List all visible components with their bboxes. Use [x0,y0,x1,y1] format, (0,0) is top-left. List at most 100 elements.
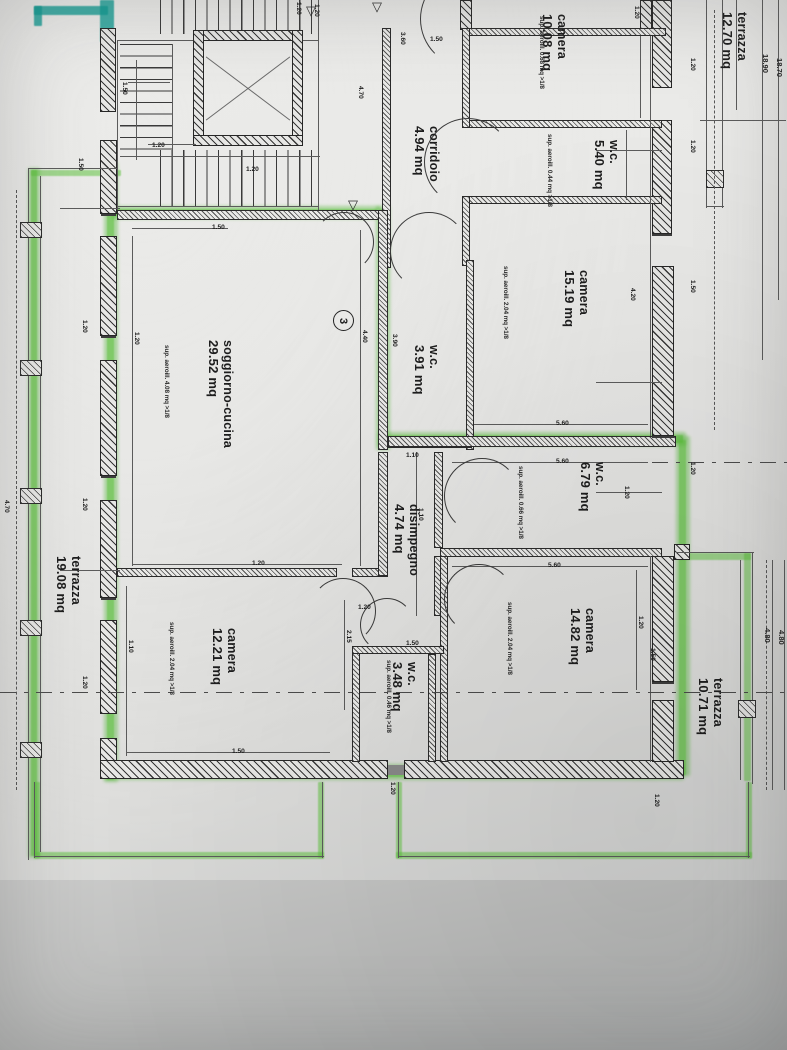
wall-left-upper [100,140,117,214]
dim-int-12: 5.60 [556,420,569,427]
room-area: 14.82 mq [568,608,584,666]
terrace-left-top-edge [28,168,118,170]
witness-camera1519-bot [474,424,648,425]
room-aero-camera-1008: sup. aeroill. 0.68 mq >1/8 [538,16,545,89]
room-area: 3.91 mq [412,345,428,395]
dim-left-2: 1.20 [81,498,88,511]
highlight-terrace-box-l-left [34,782,40,858]
dim-int-27: 1.50 [77,158,84,171]
window-mark-left-3 [101,476,116,478]
highlight-terrace-box-l-bot [34,852,324,859]
stair-landing-line1 [136,60,137,160]
dim-right-9: 1.50 [649,648,656,661]
terrace-br-bottom [398,856,750,858]
terrace-right-outer [752,552,754,784]
dimline-right-2 [778,0,779,300]
dim-right-7: 4.80 [763,628,772,643]
witness-soggiorno-top [132,228,228,229]
wall-mid-horizontal [388,436,676,447]
door-arc-camera1482 [444,564,514,634]
wall-wc348-right [428,654,436,762]
highlight-right-terrace-top [679,553,751,560]
wall-soggiorno-lowerright [378,452,388,576]
dim-right-3: 1.20 [689,58,696,71]
dim-int-25: 1.20 [389,782,396,795]
axis-horizontal-main [0,692,787,693]
dim-int-11: 1.10 [406,452,419,459]
room-name: w.c. [427,345,441,369]
room-label-soggiorno: soggiorno-cucina 29.52 mq [206,340,236,448]
room-label-wc-391: w.c. 3.91 mq [412,345,442,395]
partition-wc540-bottom [466,196,662,204]
room-label-wc-348: w.c. 3.48 mq [390,662,420,712]
dim-int-24: 3.90 [391,334,398,347]
terrace-name: terrazza [69,556,83,605]
room-area: 3.48 mq [390,662,406,712]
room-aero-wc-540: sup. aeroill. 0.44 mq >1/8 [546,134,553,207]
witness-wc348-v [344,600,345,710]
level-marker-left: ▽ [306,3,316,18]
witness-camera1221-left [126,586,127,756]
axis-horizontal-upper [616,462,787,463]
highlight-right-terrace [679,440,686,775]
wall-wc679-bottom [440,548,662,557]
room-area: 29.52 mq [206,340,222,398]
terrace-bl-left [34,782,36,858]
wall-bottom-gap [388,765,404,775]
highlight-teal-top-left-v [34,6,42,26]
room-name: camera [577,270,591,315]
dim-int-15: 1.20 [637,616,644,629]
door-arc-wc540 [424,118,512,206]
dimline-right-3 [772,560,773,790]
terrace-bl-right [322,782,324,858]
highlight-terrace-box-r-bot [396,852,752,859]
dimline-bottom-ref [700,120,786,121]
terrace-left-pillar-4 [20,620,42,636]
terrace-tr-axis [714,10,715,430]
room-area: 12.21 mq [210,628,226,686]
stair-rail [120,156,320,157]
room-area: 6.79 mq [578,462,594,512]
room-aero-wc-679: sup. aeroill. 0.66 mq >1/8 [517,466,524,539]
wall-top-left [100,28,116,112]
room-aero-wc-348: sup. aeroill. 0.46 mq >1/8 [385,660,392,733]
witness-disimp-v [416,452,417,616]
dim-right-6: 1.20 [689,462,696,475]
stair-treads-upper [160,0,320,34]
lift-shaft-cross-icon [206,43,290,133]
lift-shaft-wall-top [193,30,303,41]
stair-treads-left [120,44,172,156]
room-name: w.c. [607,140,621,164]
room-area: 5.40 mq [592,140,608,190]
door-arc-wc348 [360,598,414,652]
terrace-left-outer-edge [28,168,30,860]
dim-int-1: 1.20 [133,332,140,345]
dim-int-16: 4.20 [629,288,636,301]
wall-right-top [652,0,672,88]
level-marker-top-b: ▽ [348,197,358,212]
terrace-br-left [398,782,400,858]
door-arc-soggiorno [314,212,374,272]
dim-top-1: 1.20 [295,2,302,15]
wall-jamb-top-right-a [640,0,652,30]
terrace-left-pillar-2 [20,360,42,376]
room-aero-camera-1221: sup. aeroill. 2.04 mq >1/8 [168,622,175,695]
dimline-right-1 [762,0,763,360]
dim-int-18: 3.60 [399,32,406,45]
highlight-terrace-box-l-right [318,782,324,858]
room-name: corridoio [427,126,441,182]
room-label-camera-1221: camera 12.21 mq [210,628,240,686]
witness-camera1008-v [640,36,641,118]
room-label-wc-540: w.c. 5.40 mq [592,140,622,190]
stair-outline-right [318,0,320,212]
terrace-right-axis [766,560,767,790]
room-name: camera [225,628,239,673]
terrace-left-pillar-3 [20,488,42,504]
wall-right-mid [652,266,674,436]
terrace-name: terrazza [711,678,725,727]
dim-int-2: 4.40 [361,330,368,343]
room-aero-camera-1519: sup. aeroill. 2.04 mq >1/8 [502,266,509,339]
wall-camera1482-left [440,556,448,762]
room-label-camera-1482: camera 14.82 mq [568,608,598,666]
